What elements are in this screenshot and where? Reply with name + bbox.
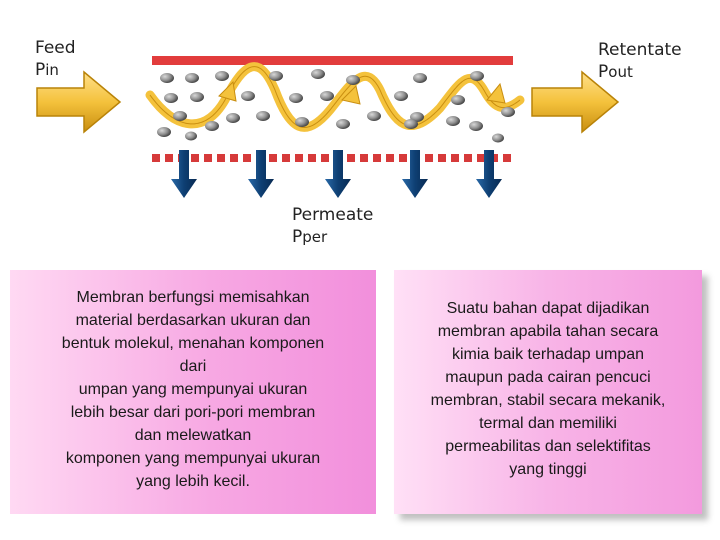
right-panel-line: permeabilitas dan selektifitas [445,438,651,455]
membrane-segment [308,154,316,162]
membrane-segment [373,154,381,162]
right-panel-line: kimia baik terhadap umpan [451,346,645,363]
retentate-label: Retentate Pout [598,42,682,81]
particle [413,73,427,83]
particle [164,93,178,103]
membrane-segment [360,154,368,162]
particle [492,133,504,143]
particle [336,119,350,129]
right-panel-line: Suatu bahan dapat dijadikan [446,300,650,317]
particle [446,116,460,126]
particle [311,69,325,79]
permeate-arrow-icon [248,150,274,198]
permeate-title: Permeate [292,205,374,225]
left-panel-line: lebih besar dari pori-pori membran [70,404,316,421]
feed-label: Feed Pin [35,40,76,79]
particle [157,127,171,137]
membrane-segment [321,154,329,162]
particle [185,73,199,83]
particle [320,91,334,101]
feed-subscript: in [45,61,59,79]
membrane-segment [295,154,303,162]
membrane-segment [282,154,290,162]
particle [185,131,197,141]
right-description-panel: Suatu bahan dapat dijadikan membran apab… [394,270,702,514]
membrane-segment [438,154,446,162]
left-panel-line: umpan yang mempunyai ukuran [78,381,308,398]
membrane-segment [464,154,472,162]
permeate-label: Permeate Pper [292,207,373,246]
feed-arrow-icon [36,70,122,134]
left-panel-line: komponen yang mempunyai ukuran [65,450,321,467]
feed-title: Feed [35,38,76,58]
particle [394,91,408,101]
membrane-segment [425,154,433,162]
particle [215,71,229,81]
membrane-segment [191,154,199,162]
permeate-arrow-icon [402,150,428,198]
particle [295,117,309,127]
particle [226,113,240,123]
membrane-segment [399,154,407,162]
left-panel-line: dan melewatkan [134,427,252,444]
membrane-segment [269,154,277,162]
membrane-segment [347,154,355,162]
membrane-diagram [36,56,620,198]
membrane-segment [477,154,485,162]
membrane-segment [152,154,160,162]
right-panel-line: yang tinggi [509,461,587,478]
retentate-arrow-icon [531,70,620,134]
membrane-segment [451,154,459,162]
particle [160,73,174,83]
left-panel-line: Membran berfungsi memisahkan [76,289,310,306]
particle [269,71,283,81]
membrane-segment [204,154,212,162]
membrane-segment [503,154,511,162]
particle [173,111,187,121]
wave-arrowhead-icon [341,85,361,105]
left-panel-line: material berdasarkan ukuran dan [75,312,311,329]
retentate-title: Retentate [598,40,682,60]
right-panel-line: termal dan memiliki [479,415,617,432]
particle [469,121,483,131]
permeate-symbol: P [292,227,303,247]
feed-symbol: P [35,60,46,80]
membrane-top-bar [152,56,513,65]
permeate-subscript: per [302,228,328,246]
particle [470,71,484,81]
left-panel-line: bentuk molekul, menahan komponen [61,335,325,352]
particle [404,119,418,129]
right-panel-line: membran apabila tahan secara [437,323,659,340]
membrane-segment [217,154,225,162]
left-panel-line: dari [179,358,207,375]
membrane-segment [243,154,251,162]
particle [451,95,465,105]
particle [289,93,303,103]
wave-arrowhead-icon [486,82,506,104]
particle [346,75,360,85]
particle [241,91,255,101]
permeate-arrow-icon [476,150,502,198]
membrane-porous-bottom [152,154,511,162]
membrane-segment [230,154,238,162]
particle [367,111,381,121]
retentate-symbol: P [598,62,609,82]
left-panel-line: yang lebih kecil. [136,473,250,490]
particle [205,121,219,131]
particle [501,107,515,117]
permeate-arrows [171,150,502,198]
wave-flow-icon [145,62,525,132]
permeate-arrow-icon [325,150,351,198]
membrane-segment [165,154,173,162]
left-description-panel: Membran berfungsi memisahkan material be… [10,270,376,514]
particle [256,111,270,121]
particles [157,69,515,143]
wave-arrowhead-icon [218,80,237,102]
right-panel-line: maupun pada cairan pencuci [445,369,651,386]
membrane-segment [386,154,394,162]
permeate-arrow-icon [171,150,197,198]
particle [190,92,204,102]
retentate-subscript: out [608,63,633,81]
right-panel-line: membran, stabil secara mekanik, [430,392,666,409]
